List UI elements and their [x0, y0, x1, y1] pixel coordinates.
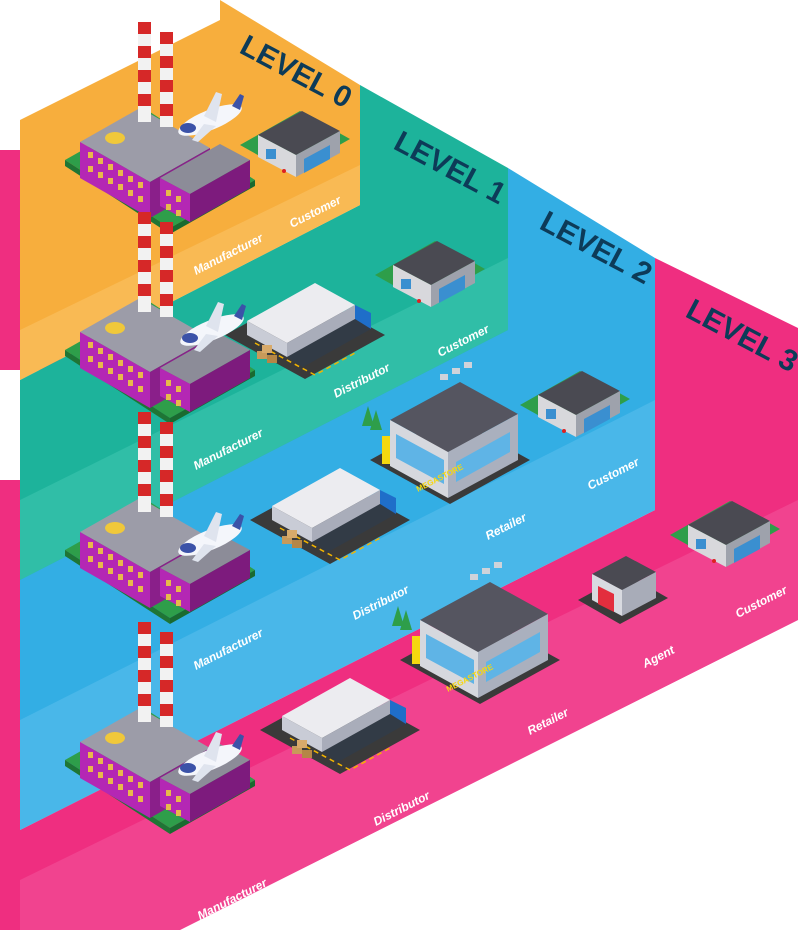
- supply-chain-levels-diagram: LEVEL 0 LEVEL 1 LEVEL 2 LEVEL 3 Manufact…: [0, 0, 798, 930]
